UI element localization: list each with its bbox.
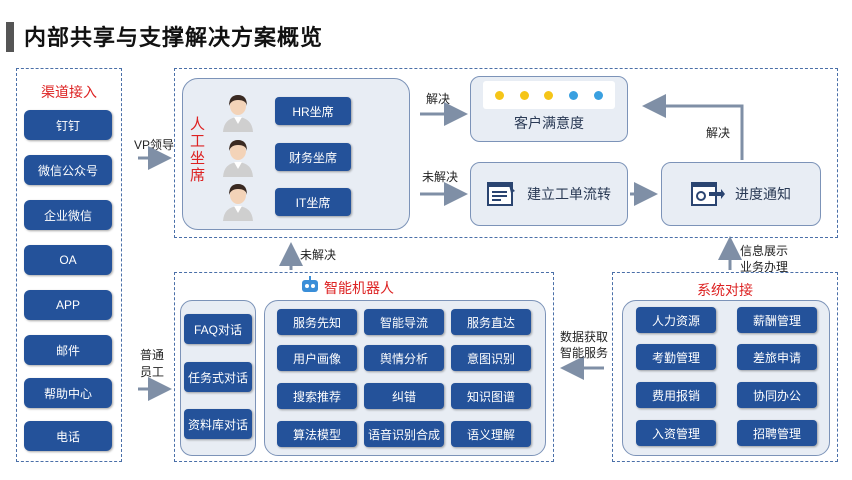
capability-sentiment[interactable]: 舆情分析 <box>364 345 444 371</box>
unresolved-up-label: 未解决 <box>300 248 337 262</box>
channel-dingtalk-button[interactable]: 钉钉 <box>24 110 112 140</box>
it-seat-button[interactable]: IT坐席 <box>275 188 351 216</box>
channel-wechat-public-button[interactable]: 微信公众号 <box>24 155 112 185</box>
finance-seat-button[interactable]: 财务坐席 <box>275 143 351 171</box>
face-very-satisfied-icon <box>494 90 504 100</box>
capability-speech[interactable]: 语音识别合成 <box>364 421 444 447</box>
system-travel-button[interactable]: 差旅申请 <box>737 344 817 370</box>
channels-title: 渠道接入 <box>41 84 97 100</box>
agent-avatar-icon <box>223 95 253 132</box>
capability-search-recommend[interactable]: 搜索推荐 <box>277 383 357 409</box>
progress-label: 进度通知 <box>735 186 791 202</box>
system-attendance-button[interactable]: 考勤管理 <box>636 344 716 370</box>
workflow-box[interactable]: 建立工单流转 <box>470 162 628 226</box>
channels-panel <box>16 68 122 462</box>
system-hr-button[interactable]: 人力资源 <box>636 307 716 333</box>
channel-app-button[interactable]: APP <box>24 290 112 320</box>
staff-label-line2: 员工 <box>140 365 165 379</box>
vp-label: VP领导 <box>134 138 175 152</box>
robot-title: 智能机器人 <box>324 280 394 296</box>
system-expense-button[interactable]: 费用报销 <box>636 382 716 408</box>
satisfaction-label: 客户满意度 <box>514 115 584 131</box>
info-display-label: 信息展示 <box>740 244 789 258</box>
capability-smart-routing[interactable]: 智能导流 <box>364 309 444 335</box>
progress-notify-icon <box>691 182 725 206</box>
capability-direct-service[interactable]: 服务直达 <box>451 309 531 335</box>
face-satisfied-icon <box>519 90 529 100</box>
face-unsatisfied-icon <box>569 90 579 100</box>
system-collab-button[interactable]: 协同办公 <box>737 382 817 408</box>
satisfaction-box[interactable]: 客户满意度 <box>470 76 628 142</box>
title-accent-bar <box>6 22 14 52</box>
face-very-unsatisfied-icon <box>594 90 604 100</box>
smart-service-label: 智能服务 <box>560 346 609 360</box>
capability-intent[interactable]: 意图识别 <box>451 345 531 371</box>
human-agent-title: 人工坐席 <box>188 116 205 184</box>
resolved-label: 解决 <box>426 92 451 106</box>
robot-panel <box>174 272 554 462</box>
business-handle-label: 业务办理 <box>740 260 789 274</box>
system-onboard-button[interactable]: 入资管理 <box>636 420 716 446</box>
channel-oa-button[interactable]: OA <box>24 245 112 275</box>
capability-knowledge-graph[interactable]: 知识图谱 <box>451 383 531 409</box>
channel-wecom-button[interactable]: 企业微信 <box>24 200 112 230</box>
capability-user-profile[interactable]: 用户画像 <box>277 345 357 371</box>
service-flow-panel <box>174 68 838 238</box>
library-dialog-button[interactable]: 资料库对话 <box>184 409 252 439</box>
hr-seat-button[interactable]: HR坐席 <box>275 97 351 125</box>
capability-semantic[interactable]: 语义理解 <box>451 421 531 447</box>
unresolved-label: 未解决 <box>422 170 459 184</box>
channel-helpcenter-button[interactable]: 帮助中心 <box>24 378 112 408</box>
capability-correction[interactable]: 纠错 <box>364 383 444 409</box>
workflow-document-icon <box>487 182 515 206</box>
workflow-label: 建立工单流转 <box>527 186 611 202</box>
agent-avatar-icon <box>223 140 253 177</box>
channel-email-button[interactable]: 邮件 <box>24 335 112 365</box>
staff-label-line1: 普通 <box>140 348 165 362</box>
capability-service-foresight[interactable]: 服务先知 <box>277 309 357 335</box>
systems-title: 系统对接 <box>697 282 753 298</box>
face-neutral-icon <box>544 90 554 100</box>
page-title: 内部共享与支撑解决方案概览 <box>24 25 324 50</box>
data-fetch-label: 数据获取 <box>560 330 609 344</box>
progress-box[interactable]: 进度通知 <box>661 162 821 226</box>
systems-panel <box>612 272 838 462</box>
faq-dialog-button[interactable]: FAQ对话 <box>184 314 252 344</box>
robot-icon <box>302 276 318 292</box>
satisfaction-rating-strip <box>483 81 615 109</box>
system-recruit-button[interactable]: 招聘管理 <box>737 420 817 446</box>
channel-phone-button[interactable]: 电话 <box>24 421 112 451</box>
task-dialog-button[interactable]: 任务式对话 <box>184 362 252 392</box>
capability-algorithm-model[interactable]: 算法模型 <box>277 421 357 447</box>
agent-avatar-icon <box>223 184 253 221</box>
resolved-label-right: 解决 <box>706 126 731 140</box>
system-payroll-button[interactable]: 薪酬管理 <box>737 307 817 333</box>
